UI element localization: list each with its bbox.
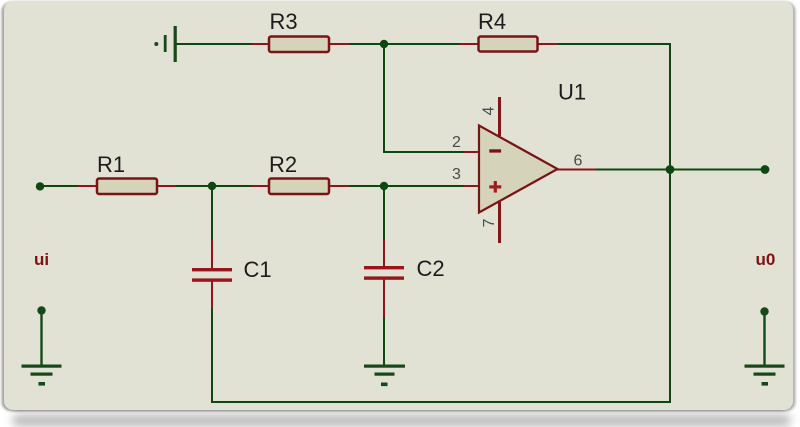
svg-text:R4: R4 — [478, 9, 506, 34]
svg-text:U1: U1 — [558, 80, 586, 105]
svg-text:C2: C2 — [417, 256, 445, 281]
svg-text:R2: R2 — [269, 152, 297, 177]
svg-text:R3: R3 — [270, 9, 298, 34]
svg-text:6: 6 — [574, 153, 583, 170]
svg-text:3: 3 — [452, 166, 461, 183]
svg-text:u0: u0 — [756, 250, 776, 269]
svg-text:R1: R1 — [97, 152, 125, 177]
svg-text:4: 4 — [481, 106, 498, 115]
svg-text:ui: ui — [34, 250, 49, 269]
svg-text:7: 7 — [481, 218, 498, 227]
svg-text:2: 2 — [452, 134, 461, 151]
svg-text:C1: C1 — [244, 257, 272, 282]
